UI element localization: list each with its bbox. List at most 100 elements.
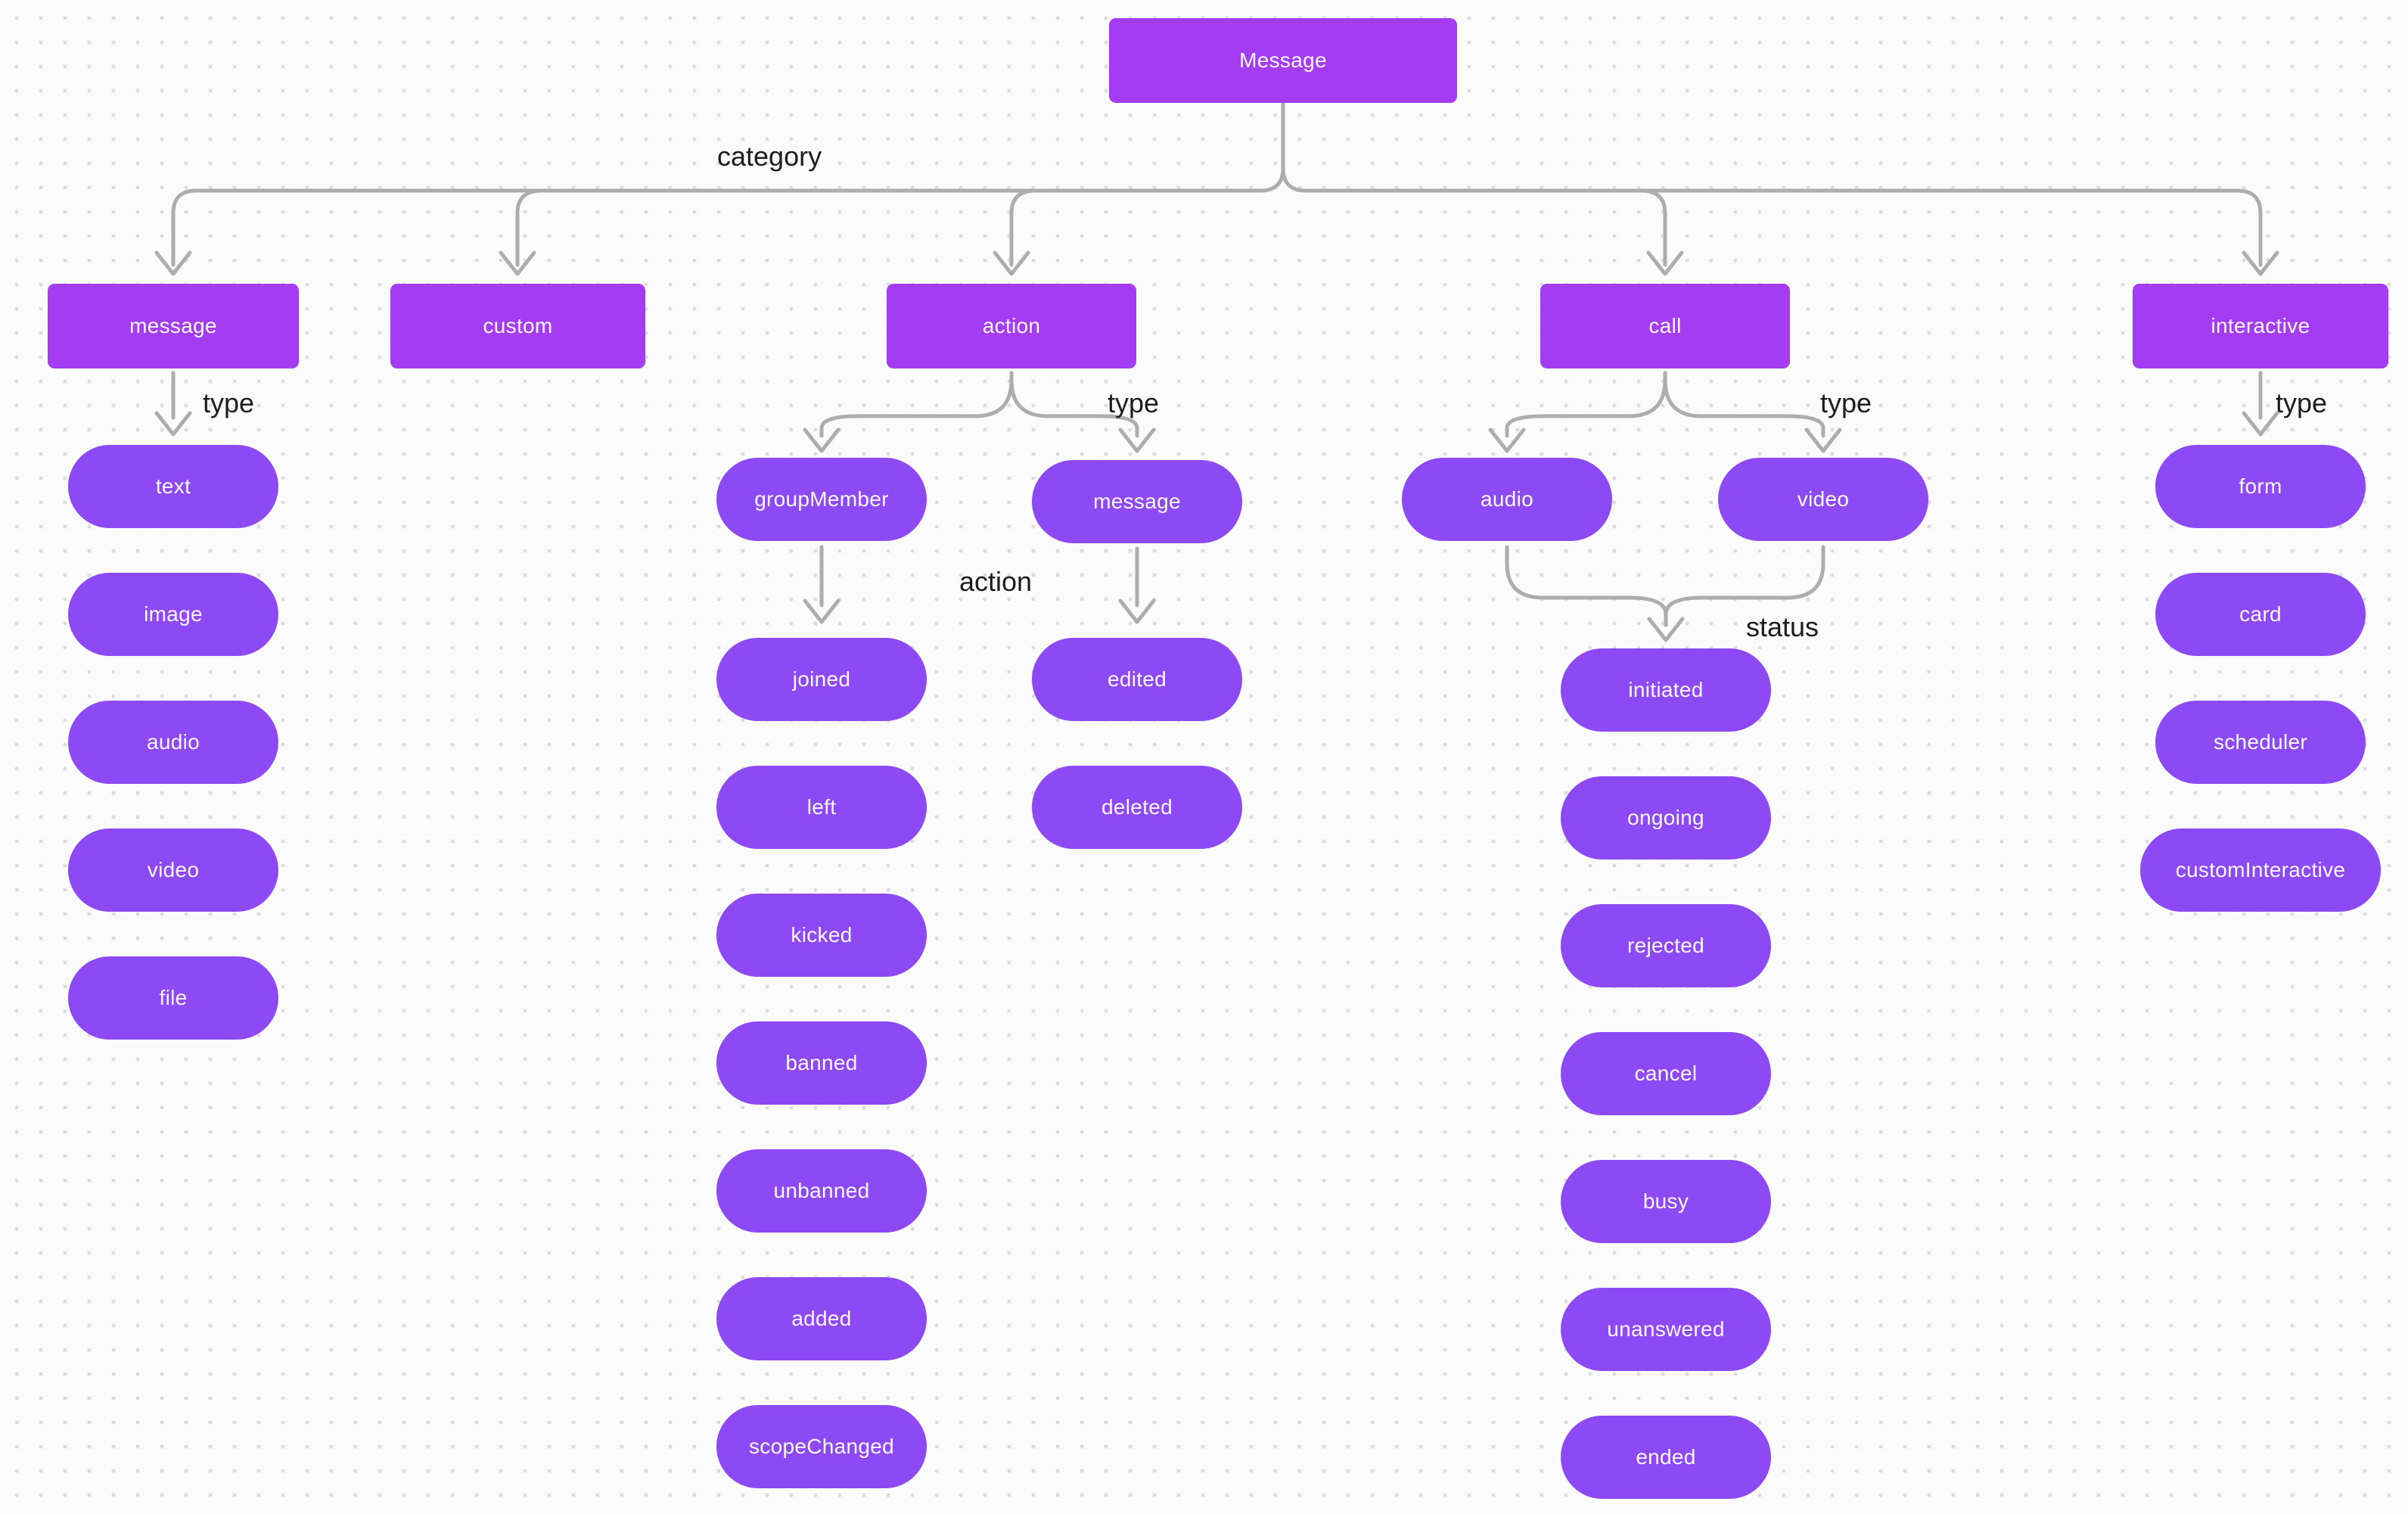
node-action-message[interactable]: message [1032, 460, 1242, 543]
node-cat-interactive[interactable]: interactive [2133, 284, 2388, 368]
node-gm-kicked[interactable]: kicked [716, 894, 927, 977]
node-label: left [806, 795, 837, 819]
node-label: message [129, 314, 217, 337]
node-type-image[interactable]: image [68, 573, 278, 656]
node-am-edited[interactable]: edited [1032, 638, 1242, 721]
arrowhead-icon [154, 250, 192, 276]
label-type-action: type [1108, 387, 1160, 418]
node-label: scheduler [2213, 730, 2308, 754]
arrowhead-icon [1118, 427, 1156, 453]
node-label: call [1648, 314, 1682, 337]
connector-action-split-left [819, 371, 1014, 438]
node-label: busy [1642, 1189, 1689, 1213]
arrowhead-icon [803, 598, 840, 624]
arrowhead-icon [1646, 250, 1684, 276]
connector-drop-call [1639, 188, 1667, 267]
connector-call-split-left [1505, 371, 1667, 438]
node-action-groupmember[interactable]: groupMember [716, 458, 927, 541]
node-cat-message[interactable]: message [48, 284, 299, 368]
node-label: unanswered [1607, 1317, 1725, 1341]
node-label: deleted [1101, 795, 1173, 819]
node-gm-left[interactable]: left [716, 766, 927, 849]
connector-trunk-left [171, 101, 1285, 267]
arrowhead-icon [1804, 427, 1842, 453]
node-label: interactive [2211, 314, 2310, 337]
label-category: category [717, 141, 822, 172]
node-root-message[interactable]: Message [1109, 18, 1457, 103]
node-label: message [1093, 490, 1181, 513]
node-gm-added[interactable]: added [716, 1277, 927, 1360]
node-am-deleted[interactable]: deleted [1032, 766, 1242, 849]
node-label: form [2239, 474, 2282, 498]
node-gm-banned[interactable]: banned [716, 1021, 927, 1105]
node-label: ongoing [1627, 806, 1704, 829]
node-int-card[interactable]: card [2155, 573, 2366, 656]
node-label: unbanned [773, 1179, 870, 1202]
node-status-rejected[interactable]: rejected [1561, 904, 1771, 987]
node-label: audio [146, 730, 200, 754]
node-label: audio [1480, 487, 1533, 511]
arrowhead-icon [499, 250, 536, 276]
node-label: rejected [1627, 934, 1704, 957]
node-gm-scopechanged[interactable]: scopeChanged [716, 1405, 927, 1488]
node-cat-call[interactable]: call [1540, 284, 1790, 368]
node-label: action [982, 314, 1041, 337]
node-cat-custom[interactable]: custom [390, 284, 645, 368]
node-label: customInteractive [2175, 858, 2346, 881]
node-label: kicked [791, 923, 853, 947]
label-type-message: type [203, 387, 255, 418]
node-label: image [144, 602, 203, 626]
connector-drop-action [1009, 188, 1038, 267]
node-label: groupMember [754, 487, 889, 511]
node-type-file[interactable]: file [68, 956, 278, 1040]
node-label: edited [1107, 667, 1167, 691]
connector-converge-audio [1505, 545, 1668, 627]
node-status-initiated[interactable]: initiated [1561, 648, 1771, 732]
connector-call-split-right [1663, 371, 1825, 438]
connector-drop-custom [515, 188, 544, 267]
node-label: video [147, 858, 200, 881]
node-cat-action[interactable]: action [887, 284, 1136, 368]
node-int-scheduler[interactable]: scheduler [2155, 701, 2366, 784]
node-gm-unbanned[interactable]: unbanned [716, 1149, 927, 1233]
node-label: banned [785, 1051, 858, 1074]
node-status-cancel[interactable]: cancel [1561, 1032, 1771, 1115]
node-int-custominteractive[interactable]: customInteractive [2140, 829, 2381, 912]
arrowhead-icon [154, 411, 192, 437]
node-label: ended [1636, 1445, 1696, 1469]
label-status: status [1746, 611, 1819, 642]
node-label: video [1797, 487, 1850, 511]
node-type-audio[interactable]: audio [68, 701, 278, 784]
node-status-ended[interactable]: ended [1561, 1416, 1771, 1499]
arrowhead-icon [2242, 411, 2279, 437]
node-status-busy[interactable]: busy [1561, 1160, 1771, 1243]
arrowhead-icon [993, 250, 1030, 276]
node-status-ongoing[interactable]: ongoing [1561, 776, 1771, 860]
node-label: joined [792, 667, 851, 691]
arrowhead-icon [803, 427, 840, 453]
node-type-text[interactable]: text [68, 445, 278, 528]
node-label: file [159, 986, 188, 1009]
connector-trunk-right [1281, 101, 2263, 267]
node-int-form[interactable]: form [2155, 445, 2366, 528]
label-type-interactive: type [2276, 387, 2328, 418]
label-action: action [959, 566, 1033, 597]
node-label: card [2239, 602, 2282, 626]
arrowhead-icon [1647, 617, 1685, 642]
arrowhead-icon [1488, 427, 1526, 453]
node-status-unanswered[interactable]: unanswered [1561, 1288, 1771, 1371]
node-label: custom [483, 314, 553, 337]
arrowhead-icon [2242, 250, 2279, 276]
node-call-video[interactable]: video [1718, 458, 1928, 541]
node-gm-joined[interactable]: joined [716, 638, 927, 721]
node-label: Message [1239, 48, 1327, 72]
node-label: scopeChanged [749, 1435, 894, 1458]
label-type-call: type [1820, 387, 1872, 418]
node-label: cancel [1634, 1062, 1698, 1085]
node-call-audio[interactable]: audio [1402, 458, 1612, 541]
node-label: text [155, 474, 191, 498]
arrowhead-icon [1118, 598, 1156, 624]
node-type-video[interactable]: video [68, 829, 278, 912]
node-label: initiated [1628, 678, 1704, 701]
